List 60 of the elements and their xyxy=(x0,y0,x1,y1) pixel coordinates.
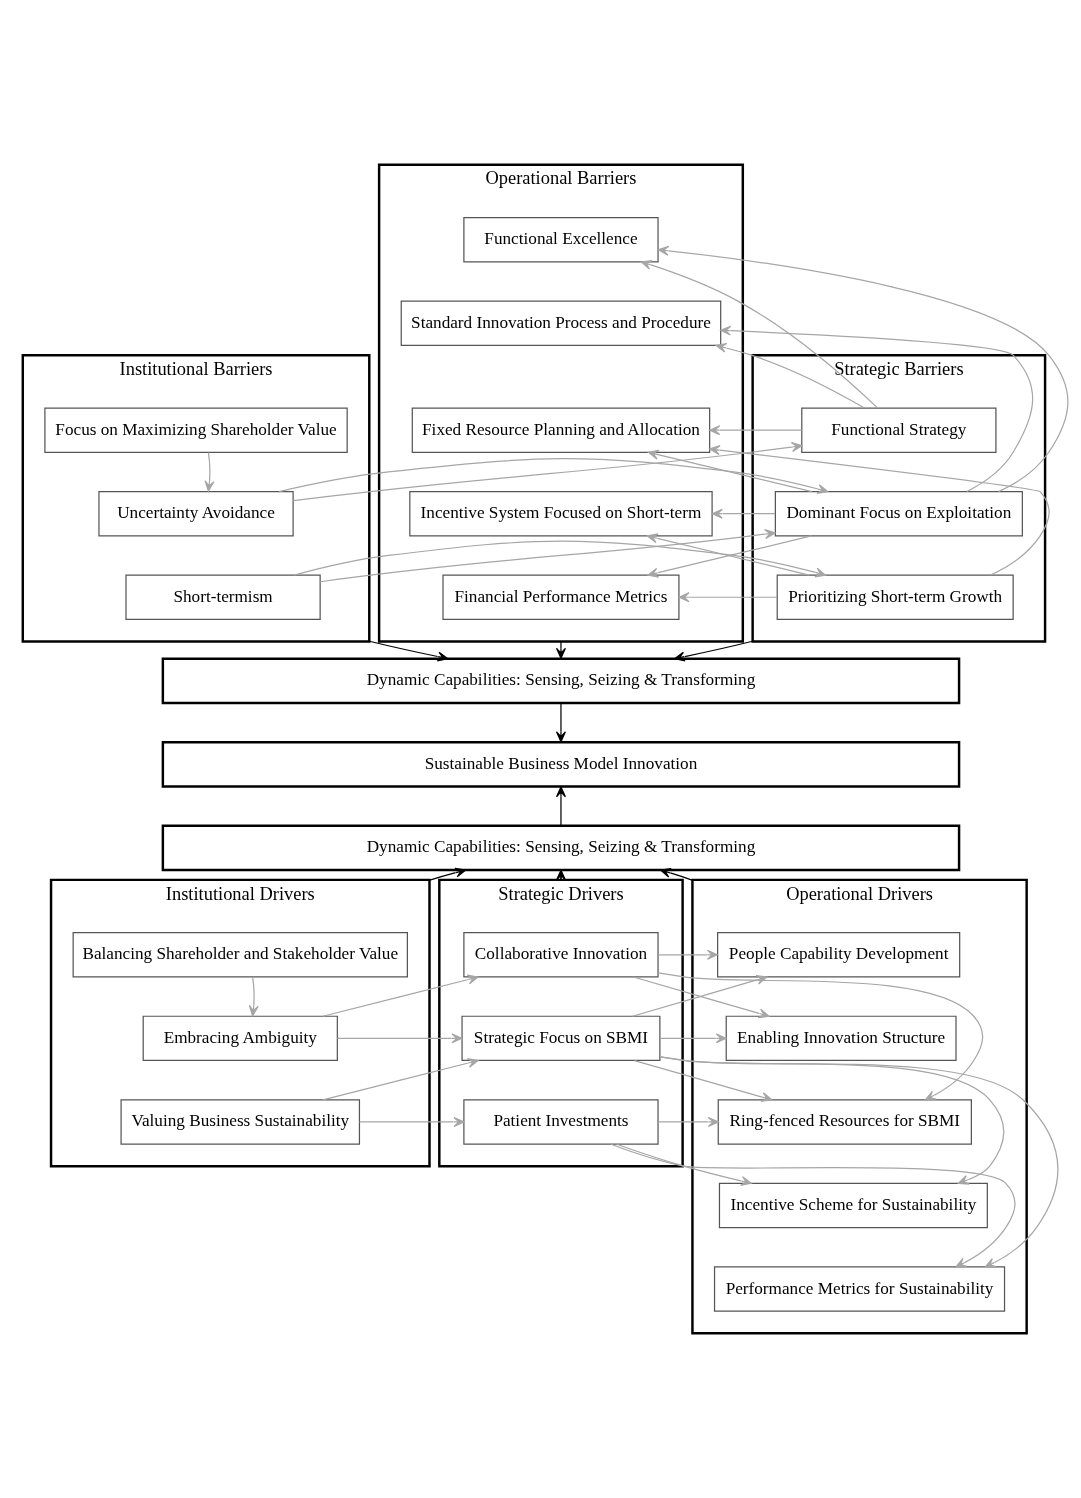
arrow xyxy=(659,1056,1005,1185)
node-box: Focus on Maximizing Shareholder Value xyxy=(44,407,348,453)
arrow xyxy=(248,976,259,1017)
arrow xyxy=(358,1116,465,1127)
node-box: Valuing Business Sustainability xyxy=(120,1099,361,1145)
arrow xyxy=(293,540,827,578)
arrow xyxy=(555,640,566,659)
arrow xyxy=(674,640,754,662)
node-box: Collaborative Innovation xyxy=(463,932,659,978)
arrow xyxy=(368,640,449,662)
node-box: Dynamic Capabilities: Sensing, Seizing & Transforming xyxy=(161,824,961,872)
arrow xyxy=(657,1116,719,1127)
arrow xyxy=(659,1056,1059,1268)
arrow xyxy=(278,458,829,494)
arrow xyxy=(319,529,776,583)
node-box: Fixed Resource Planning and Allocation xyxy=(411,407,711,453)
node-box: Ring-fenced Resources for SBMI xyxy=(717,1099,972,1145)
node-box: Standard Innovation Process and Procedure xyxy=(400,300,722,346)
arrow xyxy=(659,1033,727,1044)
arrow xyxy=(322,1058,479,1101)
node-box: Incentive System Focused on Short-term xyxy=(409,490,713,537)
node-box: Functional Strategy xyxy=(801,407,997,453)
arrow xyxy=(657,949,718,960)
arrow xyxy=(711,508,776,519)
node-box: Dominant Focus on Exploitation xyxy=(774,490,1023,537)
node-box: Performance Metrics for Sustainability xyxy=(713,1266,1006,1312)
arrow xyxy=(336,1033,463,1044)
arrow xyxy=(647,449,813,493)
arrow xyxy=(292,442,803,502)
arrow xyxy=(322,974,479,1017)
node-box: Prioritizing Short-term Growth xyxy=(776,574,1014,620)
arrow xyxy=(715,342,865,409)
arrow xyxy=(659,868,694,881)
arrow xyxy=(616,1143,752,1186)
node-box: Financial Performance Metrics xyxy=(442,574,680,620)
node-box: Dynamic Capabilities: Sensing, Seizing & Transforming xyxy=(161,657,961,705)
arrow xyxy=(657,245,1069,493)
node-box: Incentive Scheme for Sustainability xyxy=(718,1182,988,1229)
arrow xyxy=(678,592,778,603)
arrow xyxy=(640,260,878,409)
node-box: Balancing Shareholder and Stakeholder Value xyxy=(72,932,408,978)
node-box: Enabling Innovation Structure xyxy=(725,1015,957,1062)
node-box: Embracing Ambiguity xyxy=(142,1015,338,1062)
node-box: Patient Investments xyxy=(463,1099,659,1145)
arrow xyxy=(657,972,984,1101)
node-box: Sustainable Business Model Innovation xyxy=(161,741,961,788)
arrow xyxy=(555,702,566,743)
arrow xyxy=(720,325,1034,493)
node-box: People Capability Development xyxy=(717,932,961,978)
node-box: Functional Excellence xyxy=(463,216,659,263)
arrow xyxy=(555,786,566,826)
node-box: Short-termism xyxy=(125,574,321,620)
arrow xyxy=(428,867,467,881)
arrow xyxy=(709,425,803,436)
node-box: Strategic Focus on SBMI xyxy=(461,1015,661,1062)
node-box: Uncertainty Avoidance xyxy=(98,490,294,537)
arrow xyxy=(610,1143,1016,1268)
arrow xyxy=(709,445,1050,576)
arrow xyxy=(633,1059,773,1102)
arrow xyxy=(204,452,215,492)
